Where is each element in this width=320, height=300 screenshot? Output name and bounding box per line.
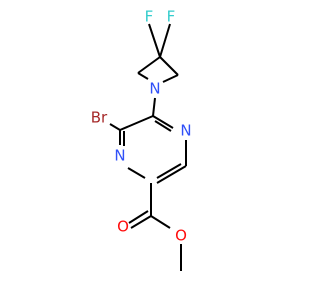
molecule-svg: F F N Br N N O O — [91, 8, 192, 271]
bond-c5-n4 — [152, 115, 174, 129]
pyrazine-ring — [119, 115, 187, 184]
bond-c-br — [109, 123, 121, 131]
bond-c5-n4-inner — [154, 120, 172, 132]
bond-c3-c2 — [156, 165, 187, 184]
bond-ch2-right-n — [162, 74, 179, 83]
atom-o-carbonyl: O — [117, 218, 129, 236]
atom-n-azetidine: N — [149, 80, 160, 98]
atom-f-left: F — [145, 8, 154, 26]
bond-c-o-double — [130, 215, 152, 229]
bond-n-pyrazine — [152, 97, 156, 117]
molecule-diagram: F F N Br N N O O — [91, 8, 192, 271]
bond-c3-c2-inner — [156, 163, 182, 179]
bond-c2-n1 — [127, 167, 146, 179]
ester-group — [128, 183, 182, 271]
bond-ch2-left-cf2 — [137, 56, 161, 74]
azetidine-ring — [137, 23, 179, 83]
bond-cf2-ch2-right — [159, 56, 179, 76]
bond-c-o-single — [150, 215, 171, 229]
bond-c-o-double-inner — [128, 210, 149, 224]
atom-n-ring-left: N — [114, 147, 125, 165]
bond-c6-c5 — [119, 115, 154, 131]
bond-c-f-left — [148, 23, 161, 58]
atom-br: Br — [91, 109, 108, 127]
atom-n-ring-top: N — [180, 122, 191, 140]
atom-o-ester: O — [175, 227, 187, 245]
atom-f-right: F — [167, 8, 176, 26]
bond-c-f-right — [159, 23, 171, 58]
bond-n-ch2-left — [137, 72, 149, 80]
